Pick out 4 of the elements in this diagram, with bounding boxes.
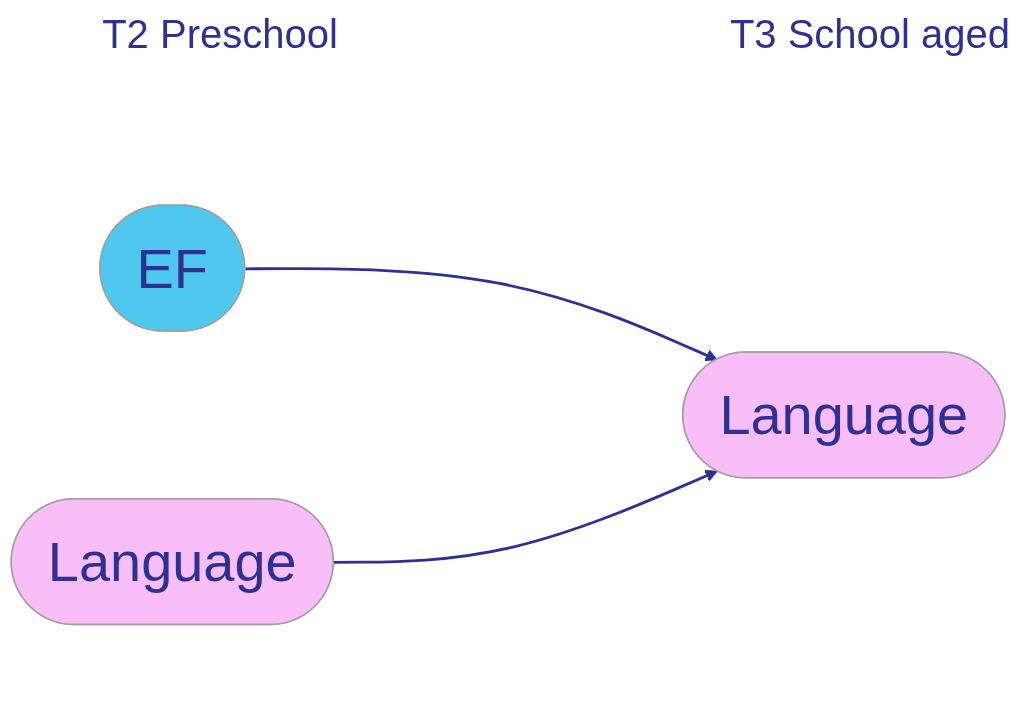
- column-heading: T3 School aged: [728, 11, 1012, 58]
- arrow: [245, 267, 718, 362]
- arrow: [333, 470, 718, 564]
- column-heading: T2 Preschool: [101, 11, 339, 58]
